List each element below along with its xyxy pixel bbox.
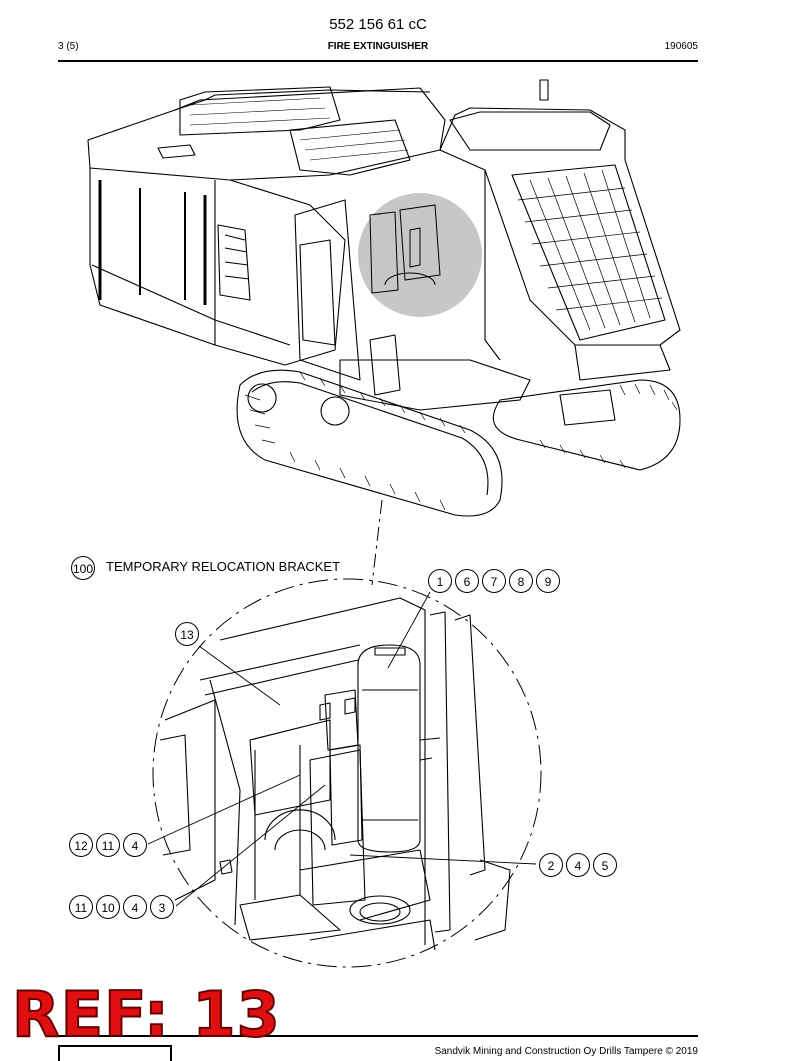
callout-left-lower-4: 3	[150, 895, 174, 919]
callout-top-1: 1	[428, 569, 452, 593]
header-divider	[58, 60, 698, 62]
callout-top-5: 9	[536, 569, 560, 593]
callout-left-upper-2: 11	[96, 833, 120, 857]
document-date: 190605	[664, 41, 698, 52]
beacon-light	[539, 79, 549, 101]
detail-frame-top	[219, 597, 426, 945]
document-title: FIRE EXTINGUISHER	[327, 41, 429, 52]
left-track	[236, 369, 503, 517]
callout-top-4: 8	[509, 569, 533, 593]
callout-left-upper-3: 4	[123, 833, 147, 857]
callout-13: 13	[175, 622, 199, 646]
callout-100: 100	[71, 556, 95, 580]
footer-divider	[58, 1035, 698, 1037]
detail-circle	[152, 578, 542, 968]
callout-leaders	[147, 591, 537, 907]
callout-left-lower-1: 11	[69, 895, 93, 919]
document-number: 552 156 61 cC	[329, 16, 427, 33]
page-number: 3 (5)	[58, 41, 79, 52]
callout-top-3: 7	[482, 569, 506, 593]
callout-left-upper-1: 12	[69, 833, 93, 857]
bracket-label: TEMPORARY RELOCATION BRACKET	[106, 559, 341, 574]
side-grille	[217, 224, 251, 301]
callout-left-lower-2: 10	[96, 895, 120, 919]
callout-right-lower-1: 2	[539, 853, 563, 877]
callout-right-lower-2: 4	[566, 853, 590, 877]
machine-roof	[87, 87, 446, 181]
ref-stamp: REF: 13	[11, 978, 281, 1051]
footer-copyright: Sandvik Mining and Construction Oy Drill…	[434, 1046, 698, 1057]
detail-leader-line	[371, 499, 383, 586]
callout-left-lower-3: 4	[123, 895, 147, 919]
callout-right-lower-3: 5	[593, 853, 617, 877]
extinguisher-cylinder	[357, 644, 421, 853]
machine-left-body	[89, 168, 346, 366]
right-track	[492, 379, 681, 471]
callout-top-2: 6	[455, 569, 479, 593]
cab-outline	[439, 107, 681, 346]
cab-window-guard	[511, 164, 666, 341]
